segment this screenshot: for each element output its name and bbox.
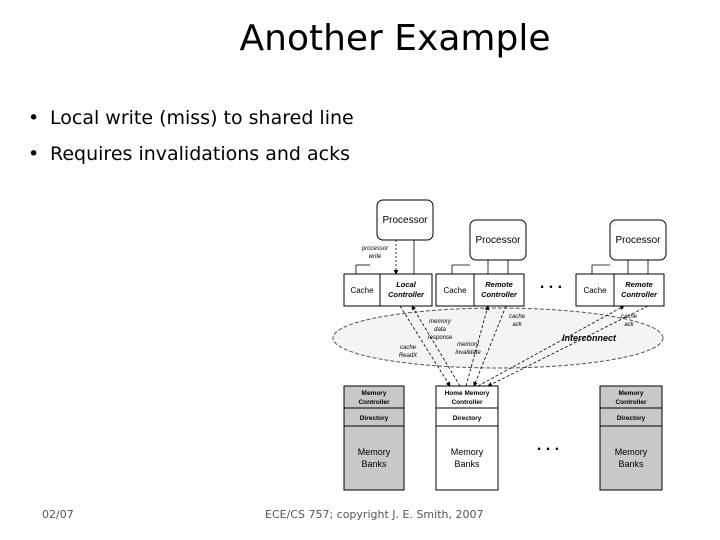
ellipsis-bottom: . . . bbox=[537, 437, 559, 454]
footer-date: 02/07 bbox=[42, 508, 74, 521]
memory-controller-label: Controller bbox=[358, 399, 390, 406]
remote-controller-label: Remote bbox=[485, 280, 513, 289]
memory-node-left: Memory Controller Directory Memory Banks bbox=[343, 385, 405, 491]
annotation-memory-invalidate: memory bbox=[457, 342, 480, 348]
memory-banks-label: Memory bbox=[451, 447, 484, 457]
bullet-dot-icon: • bbox=[28, 107, 40, 129]
memory-controller-label: Memory bbox=[619, 390, 644, 397]
annotation-cache-ack-2: ack bbox=[624, 322, 634, 328]
memory-controller-label: Memory bbox=[362, 390, 387, 397]
ellipsis-top: . . . bbox=[540, 275, 562, 292]
remote-controller-label: Controller bbox=[621, 290, 658, 299]
footer-copyright: ECE/CS 757; copyright J. E. Smith, 2007 bbox=[265, 508, 484, 521]
local-controller-label: Controller bbox=[388, 290, 425, 299]
memory-node-home: Home Memory Controller Directory Memory … bbox=[435, 385, 499, 491]
annotation-cache-ack-1: ack bbox=[512, 322, 522, 328]
cache-label: Cache bbox=[443, 286, 467, 295]
bullet-dot-icon: • bbox=[28, 143, 40, 165]
local-controller-label: Local bbox=[396, 280, 417, 289]
bullet-text: Requires invalidations and acks bbox=[50, 143, 351, 165]
annotation-cache-ack-1: cache bbox=[509, 314, 526, 320]
interconnect-label: Interconnect bbox=[562, 333, 617, 343]
bullet-list: • Local write (miss) to shared line • Re… bbox=[28, 100, 354, 172]
bullet-item: • Requires invalidations and acks bbox=[28, 136, 354, 172]
processor-local: Processor bbox=[376, 199, 434, 241]
processor-label: Processor bbox=[382, 215, 428, 226]
annotation-processor-write: write bbox=[369, 254, 382, 260]
annotation-processor-write: processor bbox=[361, 246, 389, 252]
processor-label: Processor bbox=[475, 235, 521, 246]
memory-banks-label: Banks bbox=[618, 459, 644, 469]
remote-controller-label: Controller bbox=[481, 290, 518, 299]
annotation-memory-data-response: memory bbox=[429, 319, 452, 325]
memory-banks-label: Memory bbox=[358, 447, 391, 457]
cache-label: Cache bbox=[350, 286, 374, 295]
memory-banks-label: Banks bbox=[361, 459, 387, 469]
directory-label: Directory bbox=[453, 415, 482, 422]
memory-banks-label: Memory bbox=[615, 447, 648, 457]
memory-controller-label: Controller bbox=[615, 399, 647, 406]
interconnect-ellipse bbox=[332, 307, 664, 369]
annotation-memory-data-response: response bbox=[428, 335, 453, 341]
processor-links bbox=[355, 240, 649, 275]
annotation-cache-readx: cache bbox=[400, 345, 417, 351]
cache-label: Cache bbox=[583, 286, 607, 295]
directory-label: Directory bbox=[617, 415, 646, 422]
slide-title: Another Example bbox=[239, 18, 551, 59]
annotation-memory-data-response: data bbox=[434, 327, 446, 333]
annotation-cache-readx: ReadX bbox=[399, 353, 418, 359]
home-memory-controller-label: Controller bbox=[451, 399, 483, 406]
node-remote-1: Cache Remote Controller bbox=[435, 273, 525, 307]
remote-controller-label: Remote bbox=[625, 280, 653, 289]
node-local: Cache Local Controller bbox=[343, 273, 433, 307]
annotation-cache-ack-2: cache bbox=[621, 314, 638, 320]
memory-banks-label: Banks bbox=[454, 459, 480, 469]
bullet-item: • Local write (miss) to shared line bbox=[28, 100, 354, 136]
directory-label: Directory bbox=[360, 415, 389, 422]
home-memory-controller-label: Home Memory bbox=[445, 390, 490, 397]
annotation-memory-invalidate: invalidate bbox=[455, 350, 481, 356]
memory-node-right: Memory Controller Directory Memory Banks bbox=[599, 385, 663, 491]
processor-label: Processor bbox=[615, 235, 661, 246]
processor-remote-2: Processor bbox=[609, 219, 667, 261]
node-remote-2: Cache Remote Controller bbox=[575, 273, 665, 307]
message-arrows bbox=[399, 305, 649, 387]
processor-remote-1: Processor bbox=[469, 219, 527, 261]
bullet-text: Local write (miss) to shared line bbox=[50, 107, 354, 129]
